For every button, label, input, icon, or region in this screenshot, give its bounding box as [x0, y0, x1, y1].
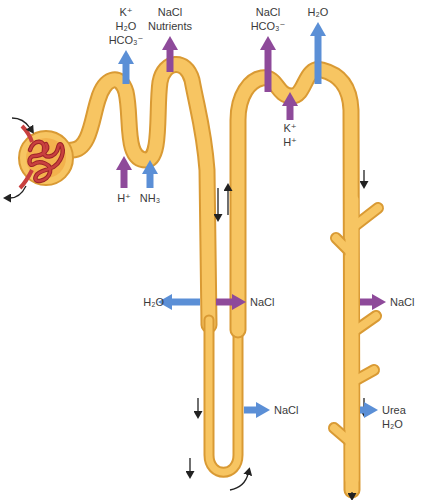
molecule-label: NaCl	[256, 6, 280, 19]
molecule-label: H₂O	[382, 418, 403, 431]
molecule-label: H⁺	[283, 136, 297, 149]
molecule-label: HCO₃⁻	[251, 20, 286, 33]
flow-arrow	[10, 118, 364, 494]
tubule	[72, 64, 378, 490]
molecule-label: NaCl	[274, 404, 298, 417]
molecule-label: NH₃	[140, 192, 160, 205]
molecule-label: NaCl	[158, 6, 182, 19]
molecule-label: NaCl	[250, 296, 274, 309]
molecule-label: Urea	[382, 404, 406, 417]
molecule-label: H⁺	[117, 192, 131, 205]
molecule-label: K⁺	[119, 6, 132, 19]
molecule-label: K⁺	[283, 122, 296, 135]
glomerulus	[19, 126, 73, 188]
molecule-label: H₂O	[143, 296, 164, 309]
molecule-label: Nutrients	[148, 20, 192, 33]
transport-arrow	[124, 34, 374, 410]
molecule-label: H₂O	[116, 20, 137, 33]
molecule-label: NaCl	[390, 296, 414, 309]
molecule-label: HCO₃⁻	[109, 34, 144, 47]
molecule-label: H₂O	[308, 6, 329, 19]
